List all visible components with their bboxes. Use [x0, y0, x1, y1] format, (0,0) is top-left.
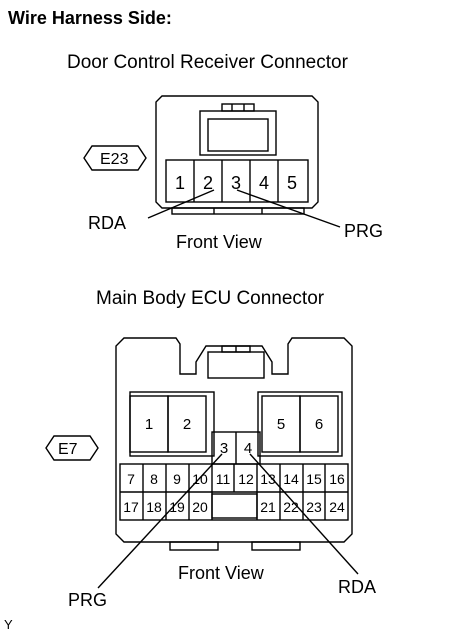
ecu-connector-view-label: Front View [178, 563, 264, 583]
ecu-pin: 18 [146, 499, 162, 515]
ecu-pin: 16 [329, 471, 345, 487]
ecu-callout-prg: PRG [68, 590, 108, 610]
ecu-pin: 6 [315, 416, 323, 433]
door-callout-rda: RDA [88, 213, 127, 233]
diagram-title: Wire Harness Side: [8, 8, 172, 28]
door-pin: 4 [259, 173, 269, 193]
ecu-pin: 20 [192, 499, 208, 515]
ecu-prg-leader [97, 453, 223, 589]
ecu-code-outline [45, 435, 99, 461]
door-code-outline [83, 145, 147, 171]
door-pin: 1 [175, 173, 185, 193]
ecu-pin: 7 [127, 471, 135, 487]
ecu-rda-leader [249, 453, 359, 575]
ecu-pin: 12 [238, 471, 254, 487]
ecu-connector-code: E7 [58, 441, 78, 458]
ecu-pin: 11 [216, 471, 231, 487]
ecu-pin: 22 [283, 499, 299, 515]
ecu-pin: 13 [260, 471, 276, 487]
ecu-pin: 8 [150, 471, 158, 487]
door-connector-code: E23 [100, 151, 129, 168]
ecu-pin: 1 [145, 416, 153, 433]
ecu-pin: 14 [283, 471, 299, 487]
ecu-pin: 2 [183, 416, 191, 433]
ecu-large-pins: 1 2 5 6 3 4 [145, 416, 323, 457]
door-pin: 3 [231, 173, 241, 193]
ecu-callout-rda: RDA [338, 577, 377, 597]
door-pin: 5 [287, 173, 297, 193]
ecu-pin: 24 [329, 499, 345, 515]
door-prg-leader [236, 189, 341, 228]
ecu-pin: 17 [123, 499, 139, 515]
ecu-pin: 5 [277, 416, 285, 433]
door-connector-title: Door Control Receiver Connector [67, 52, 348, 73]
door-pin: 2 [203, 173, 213, 193]
ecu-connector-body [115, 337, 353, 551]
ecu-pin: 10 [192, 471, 208, 487]
ecu-pin: 4 [244, 440, 252, 457]
door-callout-prg: PRG [344, 221, 384, 241]
door-rda-leader [147, 189, 215, 219]
ecu-connector-title: Main Body ECU Connector [96, 288, 325, 309]
footer-mark: Y [4, 617, 13, 632]
ecu-pin: 9 [173, 471, 181, 487]
ecu-pin: 23 [306, 499, 322, 515]
door-pins: 1 2 3 4 5 [175, 173, 297, 193]
ecu-small-pins: 7 8 9 10 11 12 13 14 15 16 17 18 19 20 2… [123, 471, 345, 515]
ecu-pin: 21 [260, 499, 276, 515]
ecu-pin: 15 [306, 471, 322, 487]
ecu-pin: 3 [220, 440, 228, 457]
door-connector-body [155, 95, 319, 215]
ecu-pin: 19 [169, 499, 185, 515]
door-connector-view-label: Front View [176, 232, 262, 252]
